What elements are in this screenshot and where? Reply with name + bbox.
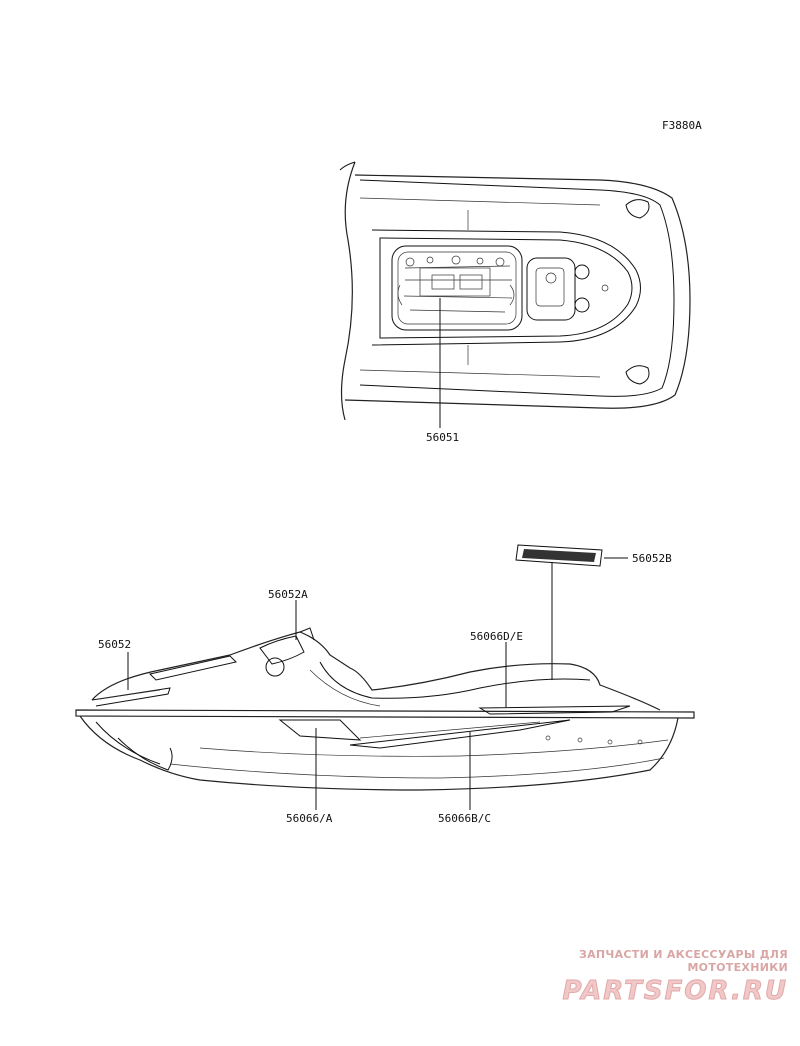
callout-part-bc: 56066B/C — [438, 812, 491, 825]
callout-part-slash-a: 56066/A — [286, 812, 333, 825]
watermark-tagline: ЗАПЧАСТИ И АКСЕССУАРЫ ДЛЯ МОТОТЕХНИКИ — [578, 948, 788, 974]
watermark: ЗАПЧАСТИ И АКСЕССУАРЫ ДЛЯ МОТОТЕХНИКИ PA… — [488, 948, 788, 1007]
callout-part-a: 56052A — [268, 588, 308, 601]
watermark-logo: PARTSFOR.RU — [562, 976, 788, 1007]
side-view-watercraft — [75, 544, 695, 810]
top-view-engine-bay — [339, 161, 691, 428]
callout-part-b: 56052B — [632, 552, 672, 565]
callout-part-de: 56066D/E — [470, 630, 523, 643]
callout-top-part: 56051 — [426, 431, 459, 444]
callout-part-base: 56052 — [98, 638, 131, 651]
figure-code: F3880A — [662, 119, 702, 132]
